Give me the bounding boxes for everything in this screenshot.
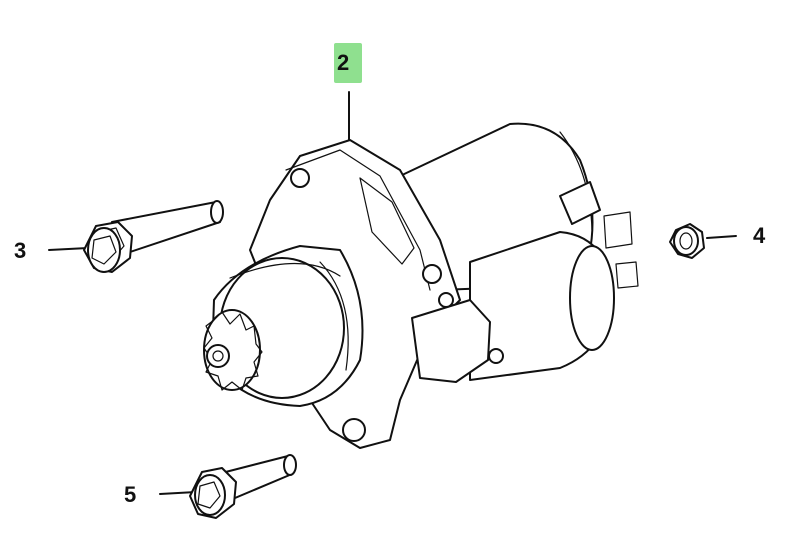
callout-label-5[interactable]: 5 [124, 482, 137, 507]
starter-motor-icon [203, 122, 639, 449]
flange-bolt-icon [83, 200, 224, 273]
flange-bolt-icon [189, 454, 297, 519]
callout-label-4[interactable]: 4 [753, 223, 766, 248]
leader-line-4 [706, 235, 737, 239]
leader-line-3 [48, 247, 89, 251]
leader-line-5 [159, 491, 197, 495]
flange-nut-icon [669, 223, 705, 259]
leader-lines [48, 91, 737, 495]
callout-label-2[interactable]: 2 [337, 50, 350, 75]
callout-highlight [334, 43, 362, 83]
callout-label-3[interactable]: 3 [14, 238, 27, 263]
